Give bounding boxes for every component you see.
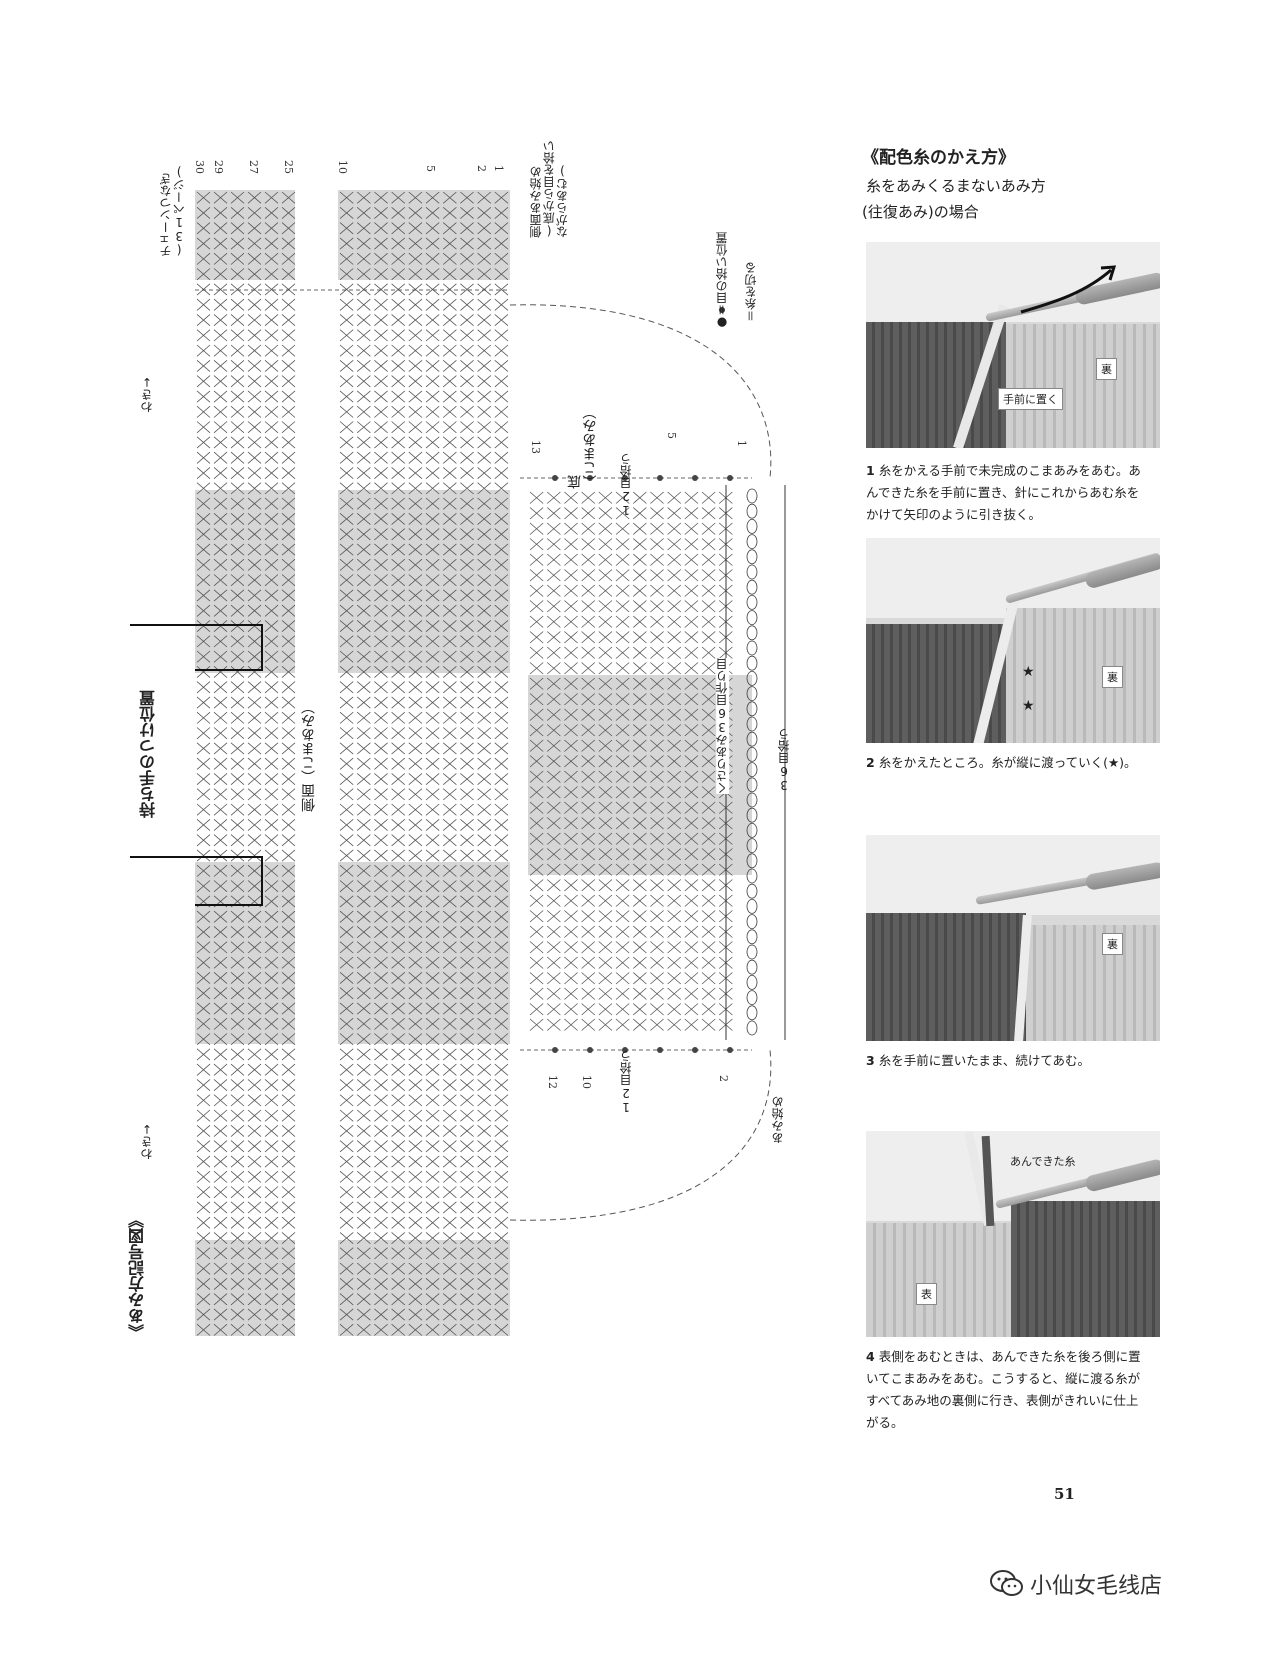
watermark-text: 小仙女毛线店 (1030, 1574, 1163, 1599)
row-number: 5 (424, 165, 437, 172)
page-number: 51 (1054, 1485, 1075, 1503)
chart-title: 《あみ方記号図》 (128, 1212, 147, 1340)
waki-label-bottom: わき↓ (140, 1122, 154, 1160)
bottom-row-number: 5 (665, 432, 678, 439)
photo-tag: あんできた糸 (1010, 1155, 1076, 1168)
chat-icon (990, 1570, 1023, 1596)
chain-join-label: チェーンつなぎ (31ページ) (159, 165, 187, 257)
bottom-row-number: 10 (580, 1075, 593, 1089)
step-photo-1: 手前に置く 裏 (866, 242, 1160, 448)
star-icon: ★ (1022, 698, 1035, 714)
watermark: 小仙女毛线店 (990, 1568, 1162, 1600)
photo-tag: 裏 (1102, 666, 1123, 688)
step-text: 糸をかえたところ。糸が縦に渡っていく(★)。 (878, 755, 1137, 770)
bottom-row-number: 2 (717, 1075, 730, 1082)
section-subtitle-1: 糸をあみくるまないあみ方 (866, 177, 1046, 195)
waki-label-top: わき↓ (140, 375, 154, 413)
section-title: 《配色糸のかえ方》 (862, 148, 1015, 168)
bottom-row-number: 13 (529, 440, 542, 454)
row-number: 30 (193, 160, 206, 174)
row-number: 10 (336, 160, 349, 174)
photo-tag: 手前に置く (998, 388, 1063, 410)
row-number: 1 (492, 165, 505, 172)
step-number: 1 (866, 463, 875, 478)
step-number: 4 (866, 1349, 875, 1364)
row-number: 2 (475, 165, 488, 172)
pick12-top-label: 12目拾う (619, 453, 633, 517)
section-subtitle-2: (往復あみ)の場合 (862, 203, 979, 221)
pick36-label: 36目拾う (777, 728, 791, 792)
bottom-row-number: 12 (546, 1075, 559, 1089)
step-photo-4: あんできた糸 表 (866, 1131, 1160, 1337)
pick12-bottom-label: 12目拾う (619, 1050, 633, 1114)
chart-grid (130, 190, 786, 1336)
photo-tag: 裏 (1096, 358, 1117, 380)
side-label: 側面（こまあみ） (301, 700, 317, 812)
step-number: 2 (866, 755, 875, 770)
legend-dot: ●＝目の拾い位置 (715, 232, 729, 330)
bottom-label: 底 （こまあみ） (567, 405, 599, 489)
handle-position-label: 持ち手のつけ位置 (139, 690, 158, 818)
bottom-row-number: 1 (735, 440, 748, 447)
chain36-label: くさりあみ36目作り目 (715, 658, 730, 794)
step-photo-3: 裏 (866, 835, 1160, 1041)
step-text: 糸をかえる手前で未完成のこまあみをあむ。あんできた糸を手前に置き、針にこれからあ… (866, 463, 1141, 522)
legend-cut: ＝糸を切る (744, 262, 758, 322)
step-text: 表側をあむときは、あんできた糸を後ろ側に置いてこまあみをあむ。こうすると、縦に渡… (866, 1349, 1141, 1430)
photo-tag: 裏 (1102, 933, 1123, 955)
step-number: 3 (866, 1053, 875, 1068)
step-text: 糸を手前に置いたまま、続けてあむ。 (878, 1053, 1090, 1068)
photo-tag: 表 (916, 1283, 937, 1305)
side-start-label: 側面あみ始め (底から目を拾い ながらあむ) (529, 140, 570, 238)
row-number: 25 (282, 160, 295, 174)
row-number: 27 (247, 160, 260, 174)
row-number: 29 (212, 160, 225, 174)
step-photo-2: ★ ★ 裏 (866, 538, 1160, 743)
amihajime-label: あみ始め (771, 1096, 785, 1144)
star-icon: ★ (1022, 664, 1035, 680)
crochet-chart: 《あみ方記号図》 持ち手のつけ位置 側面（こまあみ） チェーンつなぎ (31ペー… (128, 140, 791, 1340)
